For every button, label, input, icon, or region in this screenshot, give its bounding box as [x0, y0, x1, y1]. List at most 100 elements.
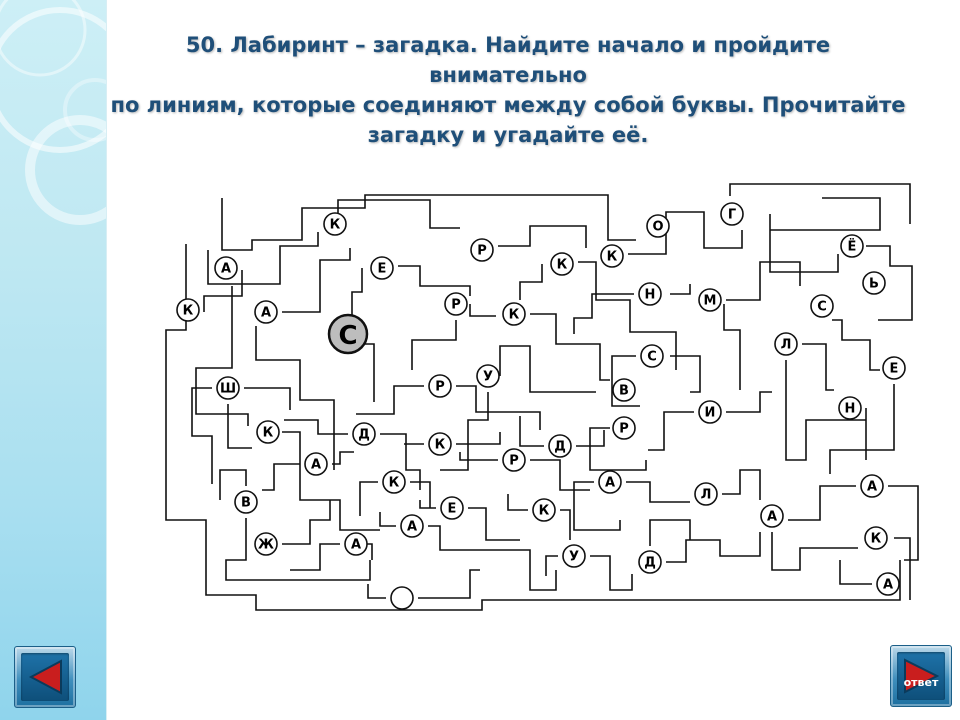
maze-letter: Н	[845, 402, 856, 417]
maze-path-44	[440, 392, 489, 471]
maze-letter-node: А	[214, 256, 238, 280]
maze-letter: А	[261, 306, 271, 321]
maze-letter-node: С	[810, 294, 834, 318]
maze-letter-node: О	[646, 214, 670, 238]
maze-letter: Е	[448, 502, 457, 517]
maze-letter-circle	[532, 498, 556, 522]
maze-letter-circle	[860, 474, 884, 498]
maze-path-68	[507, 494, 528, 511]
maze-path-57	[722, 469, 761, 500]
decorative-circles	[0, 0, 106, 225]
maze-path-19	[670, 284, 691, 295]
maze-path-33	[726, 391, 772, 413]
maze-path-51	[262, 463, 300, 491]
maze-letter: С	[817, 300, 827, 315]
maze-start-node: С	[327, 313, 369, 355]
maze-path-23	[769, 214, 839, 273]
maze-letter-circle	[600, 244, 624, 268]
maze-letter-circle	[382, 470, 406, 494]
maze-letter: К	[389, 476, 400, 491]
maze-letter-node: А	[876, 572, 900, 596]
maze-letter: У	[569, 550, 579, 565]
maze-letter-node: У	[476, 364, 500, 388]
maze-path-72	[649, 519, 691, 546]
maze-letter-circle	[562, 544, 586, 568]
maze-letter: А	[767, 510, 777, 525]
maze-letter: А	[221, 262, 231, 277]
maze-path-58	[788, 485, 856, 521]
maze-path-41	[380, 433, 421, 490]
answer-button[interactable]: ответ	[890, 645, 952, 707]
forward-arrow-icon	[904, 658, 940, 694]
maze-path-13	[519, 264, 543, 300]
maze-letter-node: К	[323, 212, 347, 236]
maze-path-60	[225, 518, 371, 581]
task-title: 50. Лабиринт – загадка. Найдите начало и…	[108, 30, 908, 150]
maze-letter-circle	[390, 586, 414, 610]
maze-letter-circle	[550, 252, 574, 276]
maze-letter-circle	[810, 294, 834, 318]
maze-path-28	[785, 360, 866, 461]
maze-path-73	[771, 532, 858, 571]
maze-path-50	[530, 459, 590, 491]
maze-path-35	[589, 427, 647, 471]
maze-path-36	[191, 387, 213, 484]
answer-label: ответ	[903, 676, 939, 689]
maze-path-37	[244, 387, 291, 410]
maze-path-49	[459, 452, 498, 461]
maze-letter-node: А	[344, 532, 368, 556]
maze-letter-node: Г	[720, 202, 744, 226]
maze-letter-node: К	[382, 470, 406, 494]
maze-path-27	[802, 343, 834, 391]
maze-letter-circle	[882, 356, 906, 380]
maze-letter-circle	[612, 416, 636, 440]
maze-letter: С	[647, 350, 657, 365]
maze-path-61	[219, 469, 247, 500]
maze-path-38	[227, 404, 252, 449]
maze-letter-circle	[214, 256, 238, 280]
maze-path-21	[723, 304, 741, 390]
maze-letter-node: Р	[470, 238, 494, 262]
maze-path-77	[367, 584, 386, 599]
maze-path-15	[530, 313, 610, 381]
maze-path-66	[468, 507, 520, 541]
maze-letter-circle	[370, 256, 394, 280]
maze-path-64	[379, 512, 396, 527]
maze-path-65	[428, 525, 557, 591]
maze-letter: К	[263, 426, 274, 441]
maze-path-1	[165, 244, 901, 611]
maze-letter-node: Ё	[840, 234, 864, 258]
maze-letter-circle	[640, 344, 664, 368]
maze-path-48	[576, 430, 605, 447]
maze-letter-node: Е	[440, 496, 464, 520]
maze-path-63	[290, 543, 340, 571]
maze-path-16	[411, 320, 457, 370]
maze-letter-circle	[698, 400, 722, 424]
maze-letter: К	[871, 532, 882, 547]
maze-letter: Е	[890, 362, 899, 377]
maze-letter-circle	[440, 496, 464, 520]
maze-letter-node: В	[234, 490, 258, 514]
title-line-1: 50. Лабиринт – загадка. Найдите начало и…	[185, 33, 831, 87]
maze-path-0	[221, 194, 636, 251]
maze-letter-circle	[694, 482, 718, 506]
maze-letter-node: Д	[352, 422, 376, 446]
maze-path-42	[356, 385, 424, 415]
maze-letter: Ё	[848, 239, 857, 255]
maze-letter-circle	[720, 202, 744, 226]
back-button[interactable]	[14, 646, 76, 708]
maze-letter-node: Р	[612, 416, 636, 440]
maze-letter-node: Ж	[254, 532, 278, 556]
maze-path-75	[839, 560, 872, 585]
maze-letter-node: К	[176, 298, 200, 322]
maze-path-25	[832, 319, 880, 371]
maze-path-76	[418, 569, 480, 599]
maze-letter: А	[605, 476, 615, 491]
maze-letter-node: Р	[428, 374, 452, 398]
maze-path-26	[770, 197, 881, 231]
maze-path-71	[666, 532, 761, 563]
maze-letter-circle	[598, 470, 622, 494]
maze-letter-node: К	[532, 498, 556, 522]
maze-letter-node: К	[550, 252, 574, 276]
